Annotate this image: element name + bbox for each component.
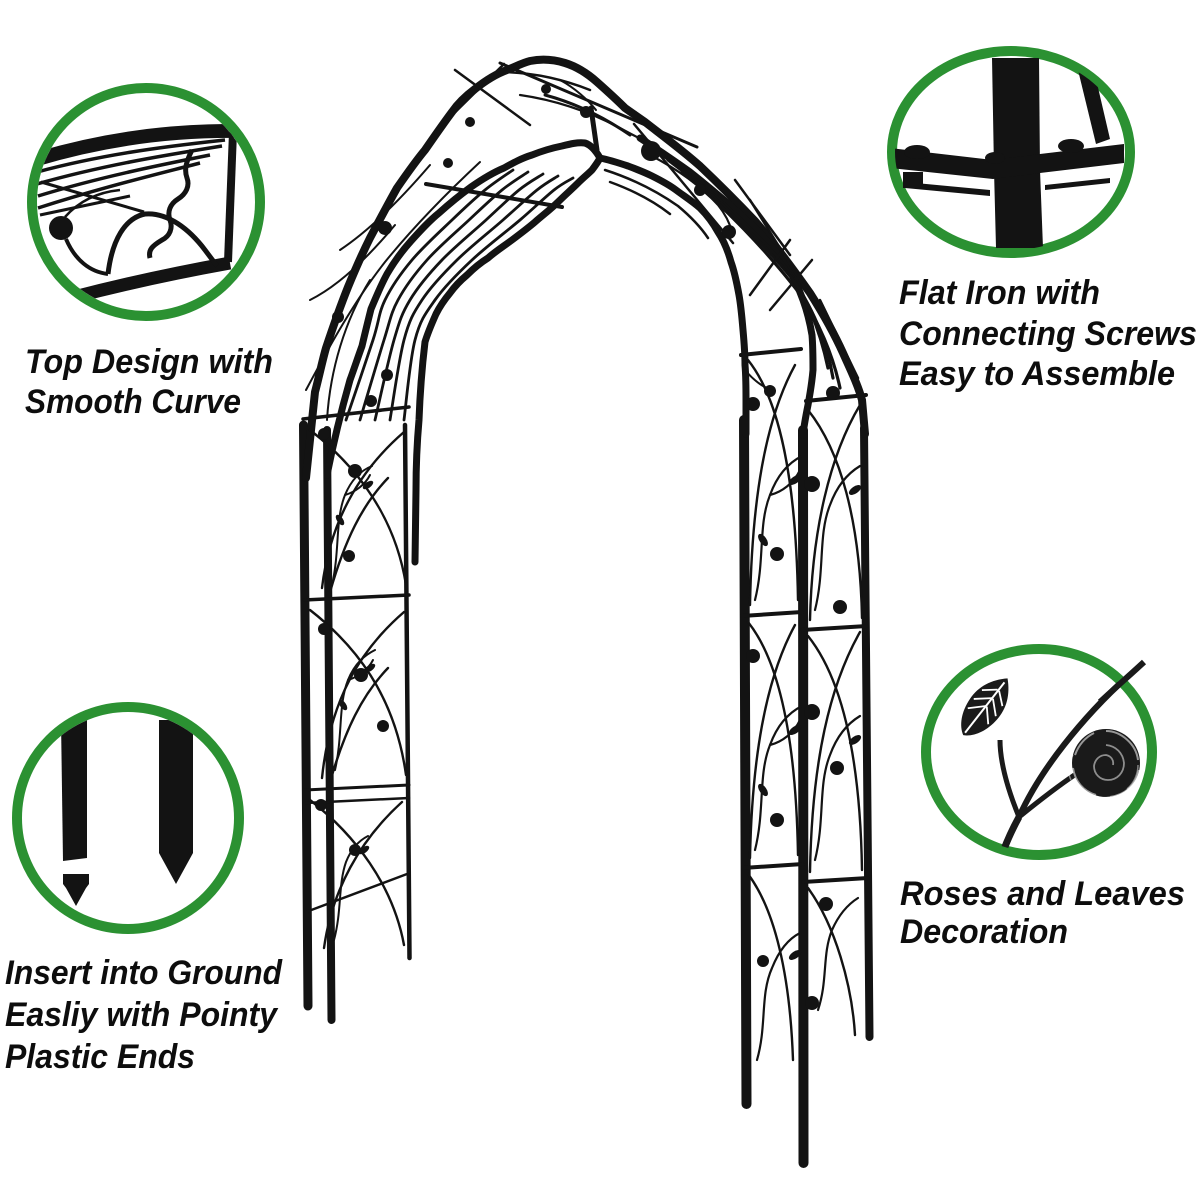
svg-text:Easy to Assemble: Easy to Assemble xyxy=(899,355,1175,393)
svg-text:Roses and Leaves: Roses and Leaves xyxy=(900,875,1185,913)
svg-text:Insert into Ground: Insert into Ground xyxy=(5,954,283,992)
svg-text:Smooth Curve: Smooth Curve xyxy=(25,383,241,421)
svg-text:Easliy with Pointy: Easliy with Pointy xyxy=(5,996,279,1034)
svg-text:Plastic Ends: Plastic Ends xyxy=(5,1038,195,1076)
svg-text:Top Design with: Top Design with xyxy=(25,343,273,381)
svg-text:Flat Iron with: Flat Iron with xyxy=(899,274,1100,312)
svg-text:Connecting Screws: Connecting Screws xyxy=(899,315,1197,353)
svg-text:Decoration: Decoration xyxy=(900,913,1068,951)
